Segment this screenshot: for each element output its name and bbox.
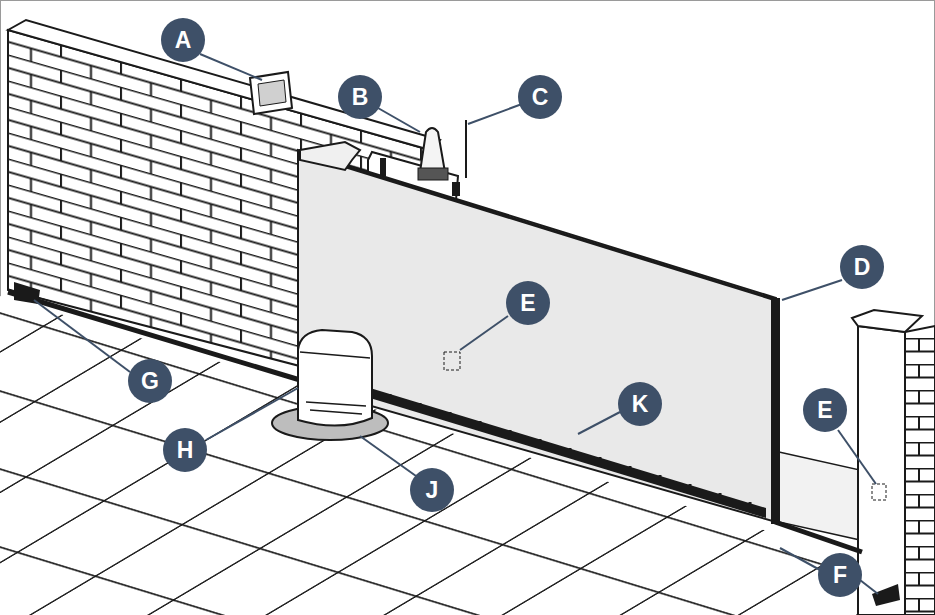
lamp-lens (258, 80, 286, 106)
wall-coping (8, 20, 440, 150)
callout-letter: H (177, 439, 194, 462)
callout-letter: C (532, 86, 549, 109)
leader-line (360, 436, 416, 476)
gate-top-edge (298, 152, 776, 300)
photocell-hidden (444, 352, 460, 370)
box-detail (452, 182, 460, 196)
rack (370, 388, 766, 518)
leader-line (200, 54, 262, 80)
leader-line (860, 580, 878, 594)
callout-circle: F (818, 553, 862, 597)
callout-letter: D (854, 256, 871, 279)
callout-circle: B (338, 75, 382, 119)
callout-letter: A (175, 29, 192, 52)
callout-letter: E (520, 292, 535, 315)
callout-circle: D (840, 245, 884, 289)
callout-circle: A (161, 18, 205, 62)
leader-line (838, 430, 876, 484)
leader-line (578, 412, 620, 434)
leader-line (34, 300, 130, 372)
callout-letter: K (632, 393, 649, 416)
leader-line (782, 280, 842, 300)
callout-letter: E (817, 399, 832, 422)
leader-line (378, 108, 420, 132)
leader-line (206, 388, 298, 440)
paving (0, 296, 935, 615)
callout-circle: E (506, 281, 550, 325)
callout-circle: H (163, 428, 207, 472)
callout-letter: B (352, 86, 369, 109)
antenna (465, 120, 467, 178)
photocell-hidden (872, 484, 886, 500)
callout-circle: E (803, 388, 847, 432)
leader-lines (34, 54, 878, 594)
photocell (872, 584, 900, 606)
sliding-gate (298, 150, 776, 522)
callout-letter: J (426, 479, 439, 502)
callout-circle: G (128, 359, 172, 403)
box-detail (380, 158, 386, 176)
gate-cap (300, 142, 360, 170)
post-cap (852, 310, 922, 332)
callout-circle: K (618, 382, 662, 426)
gate-post (858, 326, 905, 615)
lamp-base (418, 168, 448, 180)
safety-edge (771, 298, 780, 524)
brick-wall-right (905, 326, 935, 615)
callout-letter: F (833, 564, 847, 587)
callout-letter: G (141, 370, 159, 393)
gear-motor (298, 330, 372, 426)
callout-circle: C (518, 75, 562, 119)
leader-line (780, 548, 820, 570)
callout-circle: J (410, 468, 454, 512)
leader-line (460, 316, 508, 350)
motor-detail (300, 352, 370, 414)
leader-line (468, 104, 522, 124)
